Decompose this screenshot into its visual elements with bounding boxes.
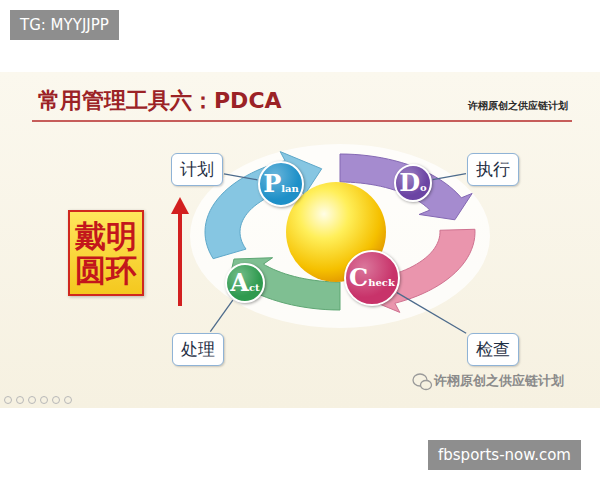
callout-box: 执行 bbox=[467, 153, 519, 186]
control-dot bbox=[65, 397, 72, 404]
leader-line bbox=[433, 174, 466, 180]
callout-text: 处理 bbox=[181, 338, 215, 361]
phase-badge: Check bbox=[344, 250, 400, 306]
control-dot bbox=[5, 397, 12, 404]
watermark: 许栩原创之供应链计划 bbox=[434, 372, 564, 390]
site-badge: fbsports-now.com bbox=[428, 440, 581, 470]
wechat-icon bbox=[413, 374, 432, 390]
callout-text: 计划 bbox=[180, 158, 214, 181]
leader-line bbox=[224, 174, 257, 180]
phase-badge: Do bbox=[394, 164, 432, 202]
control-dot bbox=[29, 397, 36, 404]
leader-line bbox=[210, 300, 232, 332]
phase-name: Do bbox=[399, 171, 426, 195]
callout-box: 计划 bbox=[171, 153, 223, 186]
control-dot bbox=[41, 397, 48, 404]
slide-ground bbox=[0, 72, 600, 408]
plaque-text: 戴明圆环 bbox=[75, 219, 137, 287]
phase-name: Act bbox=[230, 271, 259, 295]
leader-line bbox=[397, 293, 466, 334]
callout-box: 处理 bbox=[172, 333, 224, 366]
ring-halo bbox=[190, 144, 490, 328]
callout-text: 检查 bbox=[476, 338, 510, 361]
phase-name: Check bbox=[349, 266, 395, 290]
wechat-bubble bbox=[421, 381, 432, 390]
phase-badge: Act bbox=[225, 263, 265, 303]
pdca-ring bbox=[205, 152, 475, 313]
slide-controls bbox=[5, 397, 72, 404]
channel-badge: TG: MYYJJPP bbox=[10, 10, 119, 40]
title-plaque: 戴明圆环 bbox=[68, 210, 144, 296]
callout-text: 执行 bbox=[476, 158, 510, 181]
title-rule bbox=[32, 120, 572, 122]
phase-name: Plan bbox=[263, 172, 299, 196]
slide-title: 常用管理工具六：PDCA bbox=[38, 86, 282, 116]
callout-box: 检查 bbox=[467, 333, 519, 366]
phase-badge: Plan bbox=[258, 161, 304, 207]
source-note: 许栩原创之供应链计划 bbox=[468, 99, 568, 113]
control-dot bbox=[17, 397, 24, 404]
up-arrow-shaft bbox=[178, 212, 182, 306]
up-arrow-head bbox=[171, 197, 189, 214]
control-dot bbox=[53, 397, 60, 404]
